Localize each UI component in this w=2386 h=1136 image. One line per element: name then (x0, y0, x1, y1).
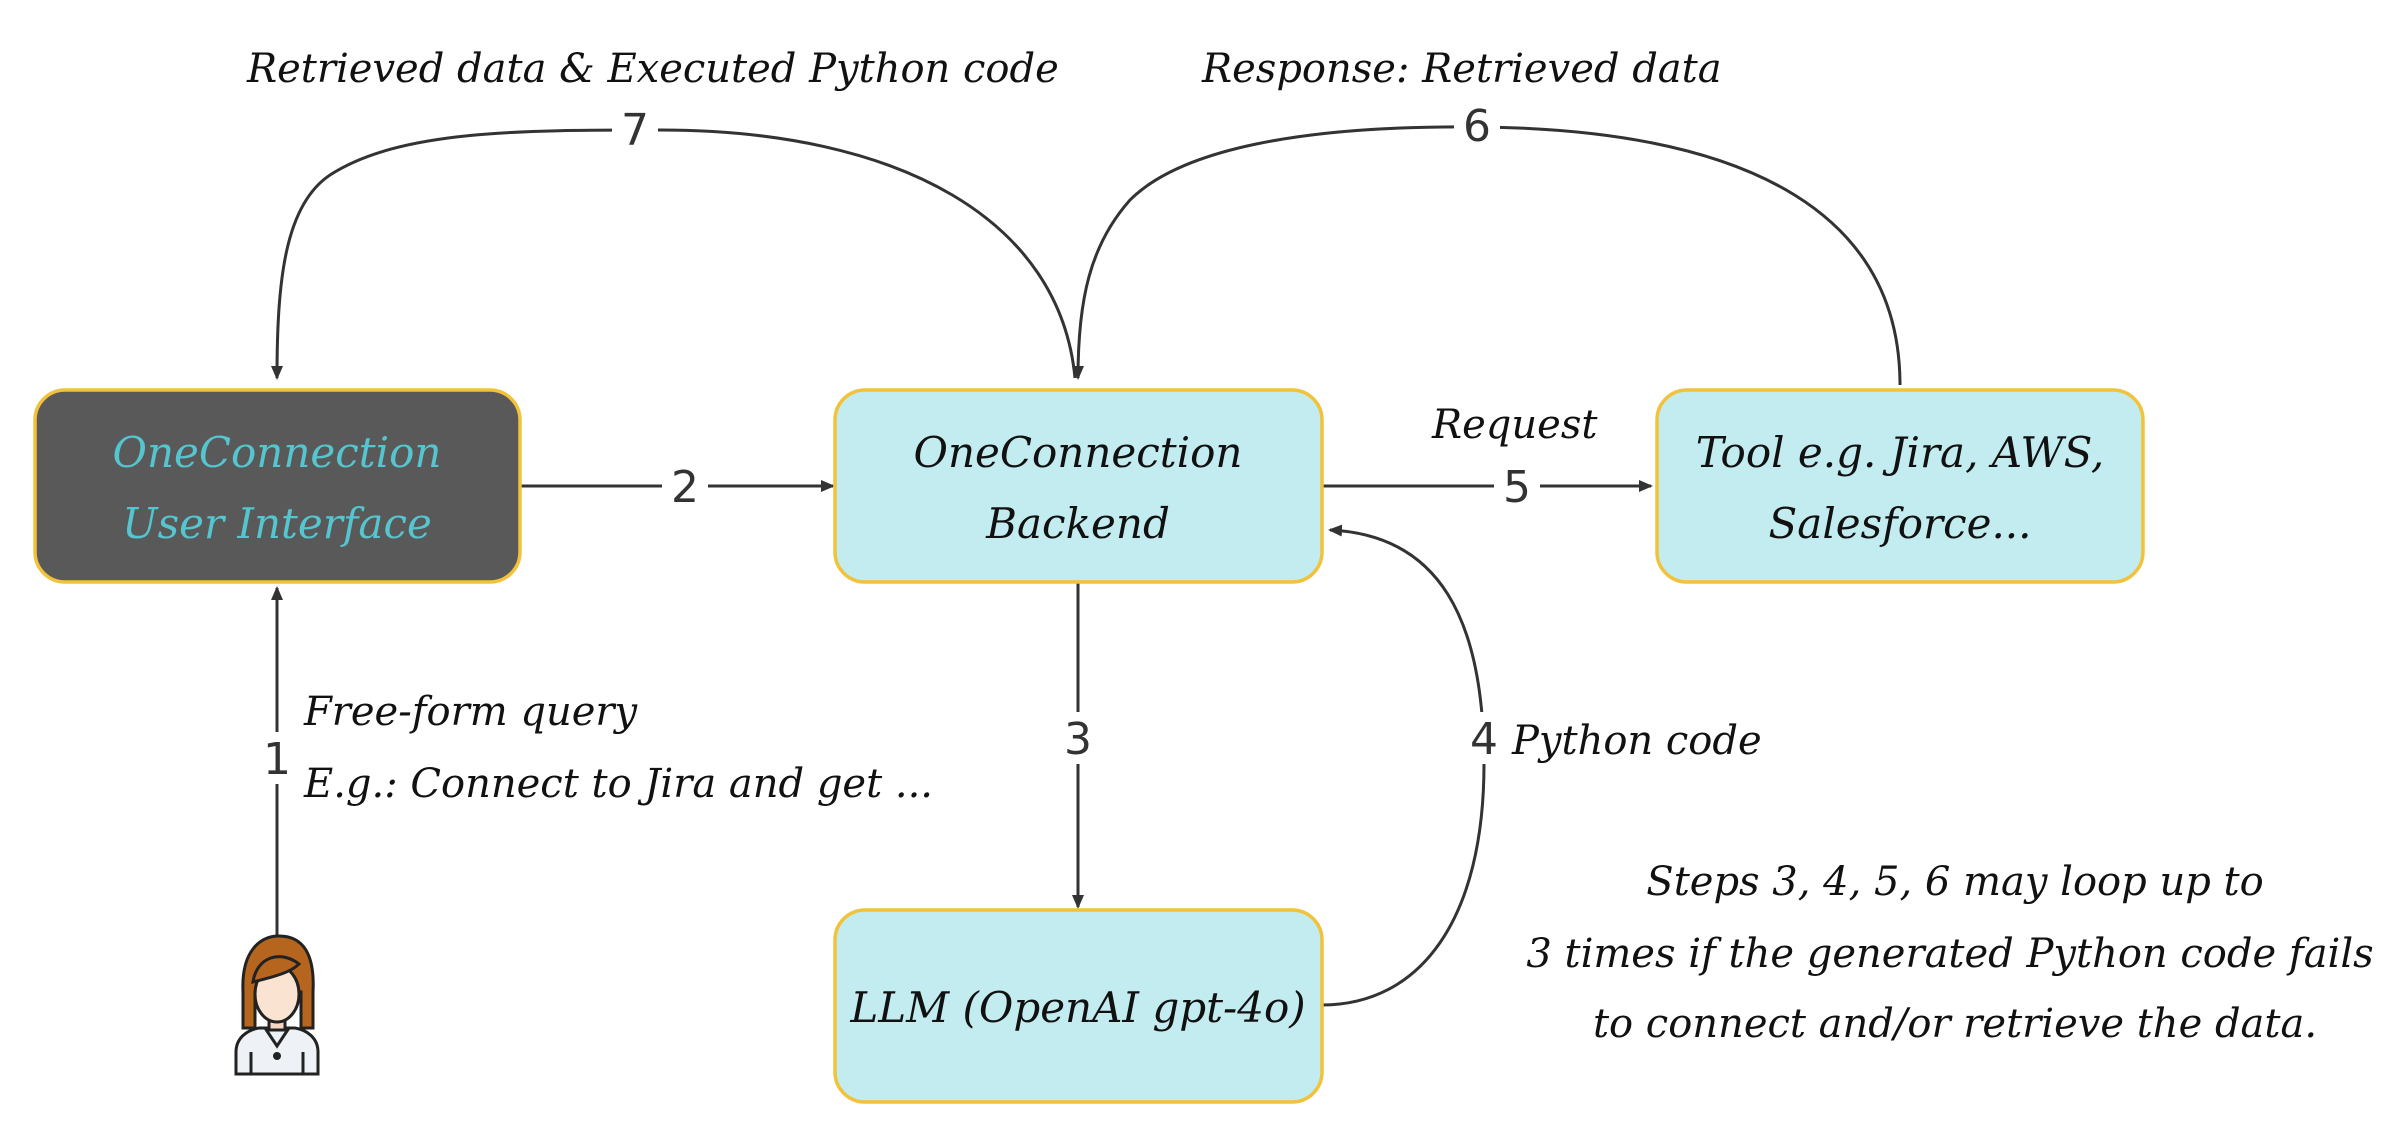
edge-step3-number: 3 (1064, 714, 1092, 765)
node-llm-box (833, 908, 1324, 1104)
edge-step4-label: Python code (1511, 718, 1762, 764)
node-llm: LLM (OpenAI gpt-4o) (833, 908, 1324, 1104)
node-user-interface: OneConnection User Interface (33, 388, 522, 584)
edge-step7-number: 7 (621, 105, 649, 156)
node-backend: OneConnection Backend (833, 388, 1324, 584)
edge-step5-number: 5 (1503, 462, 1531, 513)
edge-step7-label: Retrieved data & Executed Python code (246, 46, 1059, 92)
edge-step1-number: 1 (263, 734, 291, 785)
note-line-1: Steps 3, 4, 5, 6 may loop up to (1646, 859, 2263, 905)
node-tool-label-line1: Tool e.g. Jira, AWS, (1696, 428, 2104, 477)
node-backend-label-line2: Backend (985, 499, 1170, 548)
edge-step1-label-line2: E.g.: Connect to Jira and get ... (303, 761, 933, 807)
node-tool-box (1655, 388, 2145, 584)
node-backend-label-line1: OneConnection (914, 428, 1243, 477)
node-tool-label-line2: Salesforce... (1769, 499, 2032, 548)
edge-step2-number: 2 (671, 462, 699, 513)
edge-step6-number: 6 (1463, 101, 1491, 152)
note-line-3: to connect and/or retrieve the data. (1593, 1001, 2317, 1047)
edge-step6-label: Response: Retrieved data (1201, 46, 1722, 92)
node-user-interface-box (33, 388, 522, 584)
node-user-interface-label-line1: OneConnection (113, 428, 442, 477)
edge-step7 (271, 128, 1077, 380)
edge-step6 (1072, 125, 1902, 386)
node-tool: Tool e.g. Jira, AWS, Salesforce... (1655, 388, 2145, 584)
note-line-2: 3 times if the generated Python code fai… (1526, 931, 2373, 977)
node-user-interface-label-line2: User Interface (122, 499, 432, 548)
edge-step1-label-line1: Free-form query (303, 689, 639, 735)
node-llm-label: LLM (OpenAI gpt-4o) (849, 983, 1305, 1032)
user-avatar-icon (234, 934, 320, 1076)
edge-step5-label: Request (1431, 402, 1598, 448)
edge-step4 (1321, 524, 1486, 1007)
node-backend-box (833, 388, 1324, 584)
edge-step4-number: 4 (1470, 714, 1498, 765)
